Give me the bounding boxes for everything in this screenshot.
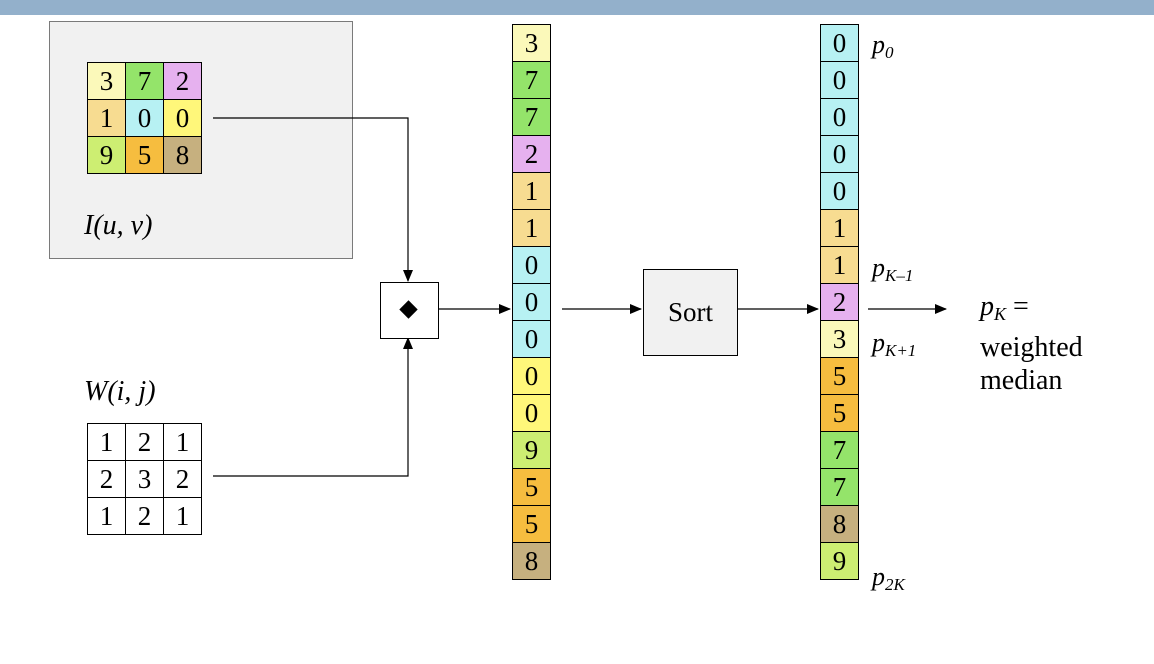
weight-cell: 1 — [88, 498, 126, 535]
weighted-list-cell: 7 — [513, 62, 551, 99]
sorted-list-cell: 0 — [821, 173, 859, 210]
weighted-list-cell: 5 — [513, 506, 551, 543]
sorted-list-cell: 7 — [821, 432, 859, 469]
weighted-list-cell: 7 — [513, 99, 551, 136]
weight-cell: 2 — [126, 424, 164, 461]
weighted-list-cell: 0 — [513, 284, 551, 321]
sorted-list-cell: 1 — [821, 247, 859, 284]
image-cell: 2 — [164, 63, 202, 100]
sorted-list-cell: 0 — [821, 62, 859, 99]
sorted-list-cell: 9 — [821, 543, 859, 580]
sorted-list-cell: 8 — [821, 506, 859, 543]
weight-cell: 2 — [126, 498, 164, 535]
image-cell: 8 — [164, 137, 202, 174]
weight-label: W(i, j) — [84, 376, 156, 407]
label-p2K: p2K — [872, 562, 905, 594]
weight-cell: 2 — [88, 461, 126, 498]
weighted-list-cell: 0 — [513, 247, 551, 284]
weighted-list-cell: 9 — [513, 432, 551, 469]
label-pK-minus-1: pK–1 — [872, 253, 914, 285]
sorted-list-cell: 3 — [821, 321, 859, 358]
image-to-operator-line — [213, 117, 413, 282]
weighted-list-cell: 0 — [513, 395, 551, 432]
label-p0: p0 — [872, 30, 894, 62]
image-cell: 9 — [88, 137, 126, 174]
sorted-list-cell: 0 — [821, 136, 859, 173]
result-line-weighted: weighted — [980, 332, 1083, 363]
sort-box: Sort — [643, 269, 738, 356]
image-cell: 5 — [126, 137, 164, 174]
image-cell: 3 — [88, 63, 126, 100]
weight-cell: 1 — [164, 424, 202, 461]
weighted-list-cell: 2 — [513, 136, 551, 173]
sorted-list-cell: 5 — [821, 358, 859, 395]
label-pK-plus-1: pK+1 — [872, 328, 917, 360]
image-cell: 1 — [88, 100, 126, 137]
weighted-list-cell: 1 — [513, 210, 551, 247]
weighted-list-cell: 5 — [513, 469, 551, 506]
weight-cell: 2 — [164, 461, 202, 498]
image-label: I(u, v) — [84, 210, 153, 241]
result-symbol: pK — [980, 291, 1007, 324]
sorted-list-cell: 1 — [821, 210, 859, 247]
image-cell: 0 — [164, 100, 202, 137]
diamond-icon — [399, 300, 418, 319]
result-line-median: median — [980, 365, 1063, 396]
weighted-median-label: pK = weighted median — [980, 291, 1083, 396]
top-bar — [0, 0, 1154, 15]
sorted-list-cell: 7 — [821, 469, 859, 506]
weighted-list-cell: 3 — [513, 25, 551, 62]
weighting-operator-box — [380, 282, 439, 339]
sorted-list-cell: 0 — [821, 25, 859, 62]
weight-cell: 1 — [88, 424, 126, 461]
sorted-list-cell: 5 — [821, 395, 859, 432]
image-cell: 7 — [126, 63, 164, 100]
weights-to-operator-line — [213, 337, 413, 477]
image-cell: 0 — [126, 100, 164, 137]
sorted-list-cell: 2 — [821, 284, 859, 321]
weight-cell: 1 — [164, 498, 202, 535]
weighted-list-cell: 0 — [513, 321, 551, 358]
weighted-list-cell: 0 — [513, 358, 551, 395]
weight-cell: 3 — [126, 461, 164, 498]
weighted-list-cell: 8 — [513, 543, 551, 580]
weighted-list-cell: 1 — [513, 173, 551, 210]
sorted-list-cell: 0 — [821, 99, 859, 136]
